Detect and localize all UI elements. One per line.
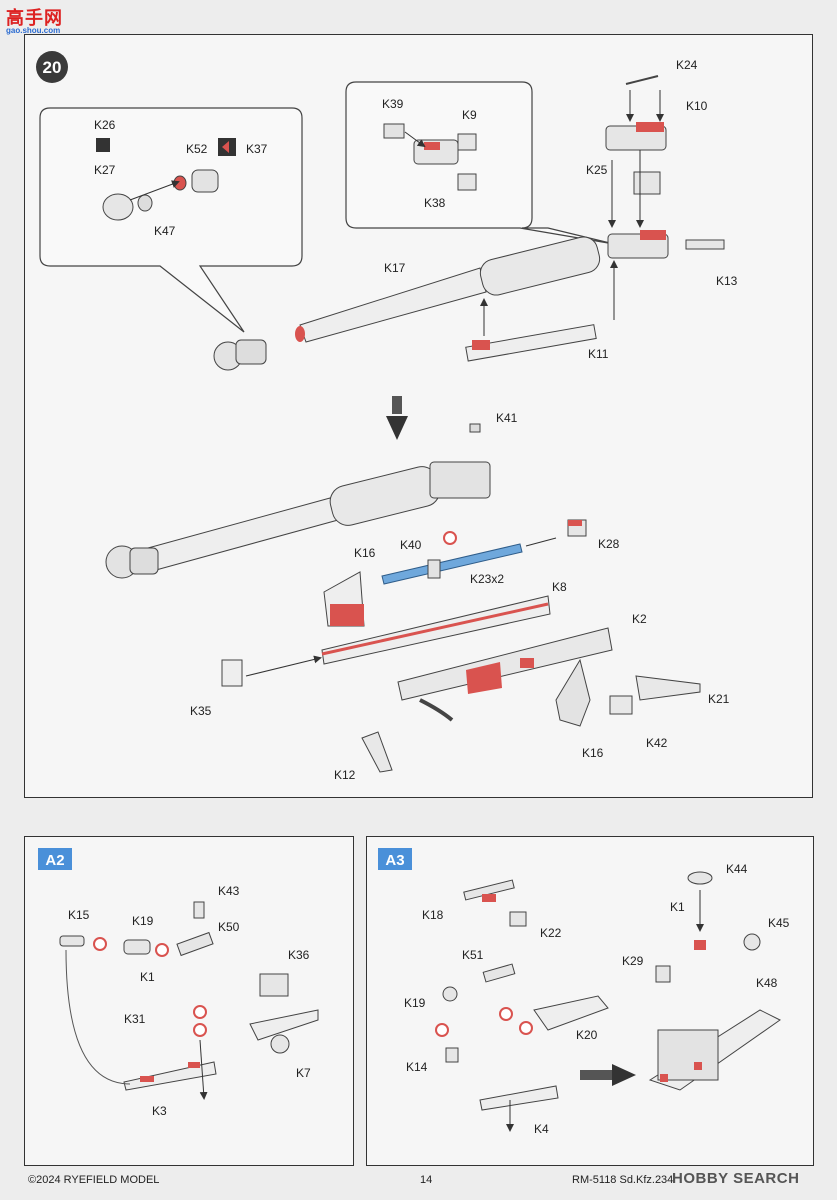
footer-copyright: ©2024 RYEFIELD MODEL [28,1174,160,1186]
label-k16-bottom: K16 [582,746,604,760]
a3-label-k19: K19 [404,996,426,1010]
page-number: 14 [420,1174,433,1186]
a3-label-k1: K1 [670,900,685,914]
callout-bubble-right [345,81,615,245]
muzzle-brake-detail [96,138,236,221]
a3-label-k4: K4 [534,1122,549,1136]
watermark-url: gao.shou.com [6,26,61,35]
callout-bubble-left [39,107,303,333]
label-k16-top: K16 [354,546,376,560]
footer-watermark: HOBBY SEARCH [672,1170,800,1187]
a3-tag-text: A3 [385,852,404,869]
label-k40: K40 [400,538,422,552]
product-code: RM-5118 Sd.Kfz.234 [572,1174,674,1186]
a2-drawing [59,901,319,1100]
label-k10: K10 [686,99,708,113]
label-k8: K8 [552,580,567,594]
a2-label-k1: K1 [140,970,155,984]
a3-drawing [435,871,781,1132]
a3-label-k45: K45 [768,916,790,930]
a2-tag: A2 [38,848,72,870]
label-k52: K52 [186,142,208,156]
a2-label-k50: K50 [218,920,240,934]
a3-label-k44: K44 [726,862,748,876]
a3-label-k48: K48 [756,976,778,990]
gun-barrel-upper [213,236,618,371]
label-k47: K47 [154,224,176,238]
label-k26: K26 [94,118,116,132]
a3-label-k29: K29 [622,954,644,968]
step-number: 20 [43,58,62,77]
breech-block-assembly [605,75,725,259]
a2-label-k15: K15 [68,908,90,922]
gun-assembled [105,423,587,579]
label-k42: K42 [646,736,668,750]
label-k11: K11 [588,347,609,361]
label-k37: K37 [246,142,268,156]
a3-label-k14: K14 [406,1060,428,1074]
a3-label-k18: K18 [422,908,444,922]
label-k9: K9 [462,108,477,122]
a2-tag-text: A2 [45,852,64,869]
label-k28: K28 [598,537,620,551]
arrow-down-icon [96,138,110,152]
a2-label-k7: K7 [296,1066,311,1080]
label-k12: K12 [334,768,356,782]
sequence-right-arrow-icon [580,1064,636,1086]
a3-label-k22: K22 [540,926,562,940]
breech-detail [383,123,477,191]
a3-label-k20: K20 [576,1028,598,1042]
a3-label-k51: K51 [462,948,484,962]
label-k2: K2 [632,612,647,626]
gun-cradle [221,537,701,773]
a3-tag: A3 [378,848,412,870]
subassembly-a2-panel [24,836,354,1166]
label-k13: K13 [716,274,738,288]
a2-label-k31: K31 [124,1012,146,1026]
a2-label-k19: K19 [132,914,154,928]
label-k27: K27 [94,163,116,177]
site-watermark: 高手网 gao.shou.com [6,4,76,38]
label-k38: K38 [424,196,446,210]
label-k24: K24 [676,58,698,72]
label-k21: K21 [708,692,730,706]
a2-label-k36: K36 [288,948,310,962]
blue-rail-part [381,531,523,585]
label-k17: K17 [384,261,406,275]
label-k25: K25 [586,163,608,177]
label-k41: K41 [496,411,518,425]
step-number-badge: 20 [36,51,68,83]
label-k39: K39 [382,97,404,111]
label-k35: K35 [190,704,212,718]
a2-label-k43: K43 [218,884,240,898]
sequence-down-arrow-icon [386,396,408,440]
label-k23: K23x2 [470,572,504,586]
watermark-title: 高手网 [6,8,63,28]
a2-label-k3: K3 [152,1104,167,1118]
